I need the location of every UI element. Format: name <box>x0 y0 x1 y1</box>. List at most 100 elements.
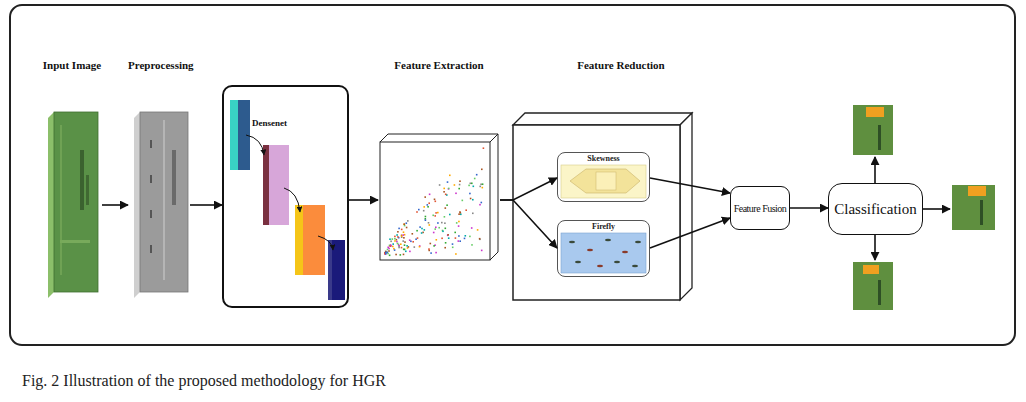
node-label: Firefly <box>558 221 649 231</box>
flow-arrow <box>349 199 378 201</box>
scatter-point <box>471 244 473 246</box>
scatter-point <box>469 236 471 238</box>
scatter-point <box>428 248 430 250</box>
image-texture <box>150 245 152 253</box>
scatter-point <box>403 231 405 233</box>
network-box: Densenet <box>222 85 349 308</box>
scatter-point <box>454 184 456 186</box>
scatter-point <box>445 242 447 244</box>
scatter-point <box>481 169 483 171</box>
node-label: Feature Fusion <box>734 203 787 214</box>
scatter-point <box>403 254 405 256</box>
output-tag <box>863 265 879 274</box>
scatter-point <box>385 253 387 255</box>
scatter-point <box>416 230 418 232</box>
scatter-point <box>423 206 425 208</box>
scatter-point <box>396 241 398 243</box>
scatter-point <box>387 249 389 251</box>
scatter-point <box>460 214 462 216</box>
dense-block <box>303 205 325 275</box>
scatter-point <box>397 243 399 245</box>
scatter-point <box>459 184 461 186</box>
scatter-point <box>433 232 435 234</box>
firefly-dot <box>587 249 593 252</box>
image-texture <box>80 150 84 210</box>
scatter-point <box>437 222 439 224</box>
scatter-point <box>388 250 390 252</box>
node-label: Feature Extraction <box>378 55 500 71</box>
scatter-point <box>412 233 414 235</box>
scatter-point <box>419 245 421 247</box>
scatter-point <box>385 251 387 253</box>
scatter-point <box>469 193 471 195</box>
input-image <box>54 112 98 292</box>
firefly-dot <box>575 261 581 264</box>
scatter-point <box>401 235 403 237</box>
scatter-point <box>481 250 483 252</box>
firefly-dot <box>614 261 620 264</box>
firefly-dot <box>605 239 611 242</box>
scatter-point <box>402 240 404 242</box>
scatter-point <box>434 199 436 201</box>
feature-plot: Feature Extraction <box>378 55 500 265</box>
scatter-point <box>418 209 420 211</box>
scatter-point <box>435 201 437 203</box>
image-texture <box>172 150 176 205</box>
firefly-image <box>561 233 646 273</box>
scatter-point <box>445 194 447 196</box>
output-tag <box>968 186 986 196</box>
scatter-point <box>479 186 481 188</box>
image-texture <box>150 175 152 183</box>
scatter-point <box>425 216 427 218</box>
scatter-point <box>448 237 450 239</box>
scatter-point <box>439 184 441 186</box>
box-depth <box>380 134 498 260</box>
method-box: Skewness <box>557 152 650 202</box>
figure-caption: Fig. 2 Illustration of the proposed meth… <box>22 372 386 390</box>
preprocessed-image <box>140 112 188 292</box>
scatter-point <box>427 206 429 208</box>
scatter-point <box>390 241 392 243</box>
scatter-point <box>427 204 429 206</box>
scatter-point <box>403 249 405 251</box>
scatter-point <box>404 223 406 225</box>
box-side <box>680 113 692 300</box>
scatter-point <box>452 247 454 249</box>
scatter-point <box>386 251 388 253</box>
output-arrow <box>923 208 950 210</box>
skewness-shape <box>570 169 640 193</box>
scatter-point <box>389 238 391 240</box>
scatter-point <box>398 245 400 247</box>
scatter-point <box>449 214 451 216</box>
scatter-point <box>458 240 460 242</box>
image-texture <box>150 140 152 148</box>
scatter-point <box>458 188 460 190</box>
scatter-point <box>398 247 400 249</box>
dense-block <box>269 145 289 225</box>
scatter-point <box>455 237 457 239</box>
scatter-point <box>447 235 449 237</box>
output-image <box>853 262 893 310</box>
flow-arrow <box>650 218 730 248</box>
image-texture <box>878 125 881 150</box>
image-texture <box>60 240 90 243</box>
scatter-point <box>419 246 421 248</box>
scatter-point <box>404 244 406 246</box>
scatter-point <box>394 236 396 238</box>
image-texture <box>878 280 881 305</box>
scatter-point <box>396 239 398 241</box>
image-texture <box>980 200 983 225</box>
scatter-point <box>441 238 443 240</box>
scatter-point <box>472 199 474 201</box>
scatter-point <box>474 178 476 180</box>
scatter-point <box>455 253 457 255</box>
scatter-point <box>472 213 474 215</box>
scatter-point <box>443 191 445 193</box>
scatter-point <box>424 196 426 198</box>
node-label: Preprocessing <box>128 55 190 71</box>
scatter-point <box>441 222 443 224</box>
scatter-point <box>401 235 403 237</box>
scatter-point <box>443 188 445 190</box>
scatter-point <box>445 228 447 230</box>
